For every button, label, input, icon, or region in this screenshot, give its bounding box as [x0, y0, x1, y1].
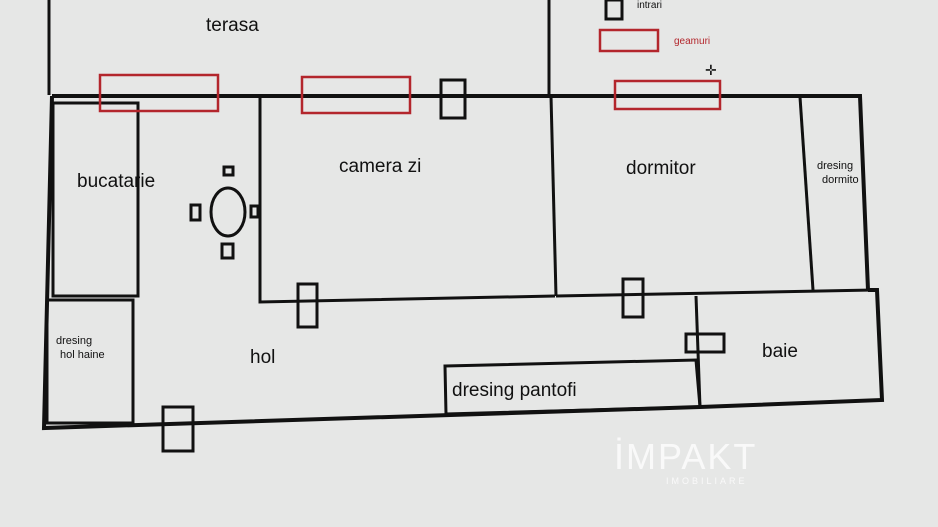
door-camera-zi	[296, 282, 319, 329]
watermark-logo: İMPAKT IMOBILIARE	[614, 436, 757, 486]
door-baie	[684, 332, 726, 354]
interior-walls	[45, 95, 874, 425]
legend-window-icon	[598, 28, 660, 53]
chair-top-icon	[222, 165, 235, 177]
room-label-dresing-dormitor-line2: dormito	[822, 174, 859, 186]
window-bucatarie	[98, 73, 220, 113]
legend: intrari geamuri ✛	[598, 0, 717, 78]
room-label-hol: hol	[250, 347, 275, 368]
door-terasa	[439, 78, 467, 120]
room-label-bucatarie: bucatarie	[77, 171, 155, 192]
doors	[161, 78, 726, 453]
window-camera-zi	[300, 75, 412, 115]
room-label-baie: baie	[762, 341, 798, 362]
room-label-camera-zi: camera zi	[339, 156, 421, 177]
outer-walls	[41, 94, 885, 431]
room-label-dresing-hol-line2: hol haine	[60, 349, 105, 361]
door-dormitor	[621, 277, 645, 319]
chair-bottom-icon	[220, 242, 235, 260]
room-label-dormitor: dormitor	[626, 158, 696, 179]
watermark-tagline: IMOBILIARE	[666, 476, 748, 486]
table-icon	[209, 186, 247, 238]
legend-doors-label: intrari	[637, 0, 662, 11]
room-label-dresing-hol-line1: dresing	[56, 335, 92, 347]
room-label-terasa: terasa	[206, 15, 259, 36]
chair-right-icon	[249, 204, 260, 219]
legend-windows-label: geamuri	[674, 36, 710, 47]
cursor-icon: ✛	[705, 62, 717, 78]
windows	[98, 73, 722, 115]
room-label-dresing-dormitor-line1: dresing	[817, 160, 853, 172]
legend-door-icon	[604, 0, 624, 21]
window-dormitor	[613, 79, 722, 111]
terrace-walls	[47, 0, 551, 95]
chair-left-icon	[189, 203, 202, 222]
room-label-dresing-pantofi: dresing pantofi	[452, 380, 577, 401]
watermark-brand: İMPAKT	[614, 436, 757, 477]
room-labels: terasa bucatarie camera zi dormitor dres…	[56, 15, 859, 401]
dining-table	[189, 165, 260, 260]
door-entrance	[161, 405, 195, 453]
